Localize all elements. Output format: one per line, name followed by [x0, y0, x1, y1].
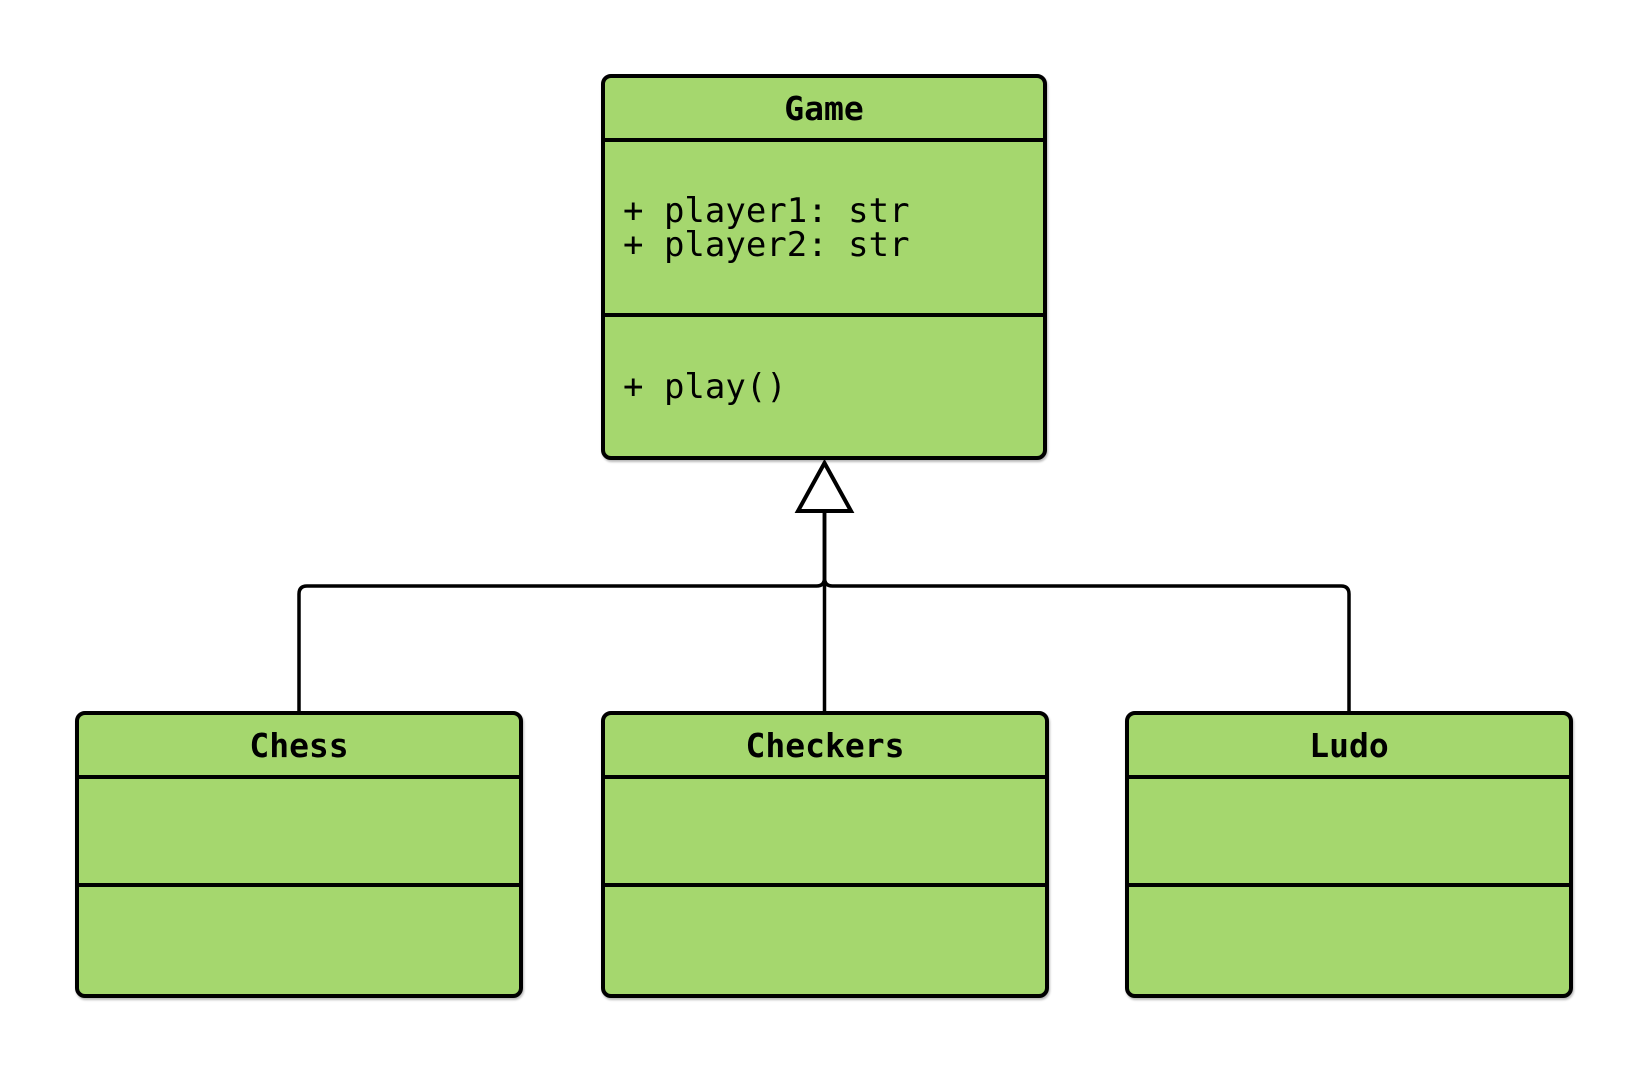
class-box-checkers: Checkers: [601, 711, 1049, 998]
inheritance-arrowhead-icon: [794, 458, 855, 513]
edge-chess-to-game: [297, 512, 827, 711]
class-box-chess: Chess: [75, 711, 523, 998]
class-name-chess: Chess: [249, 725, 349, 765]
class-title-compartment-game: Game: [605, 78, 1043, 142]
class-name-game: Game: [784, 88, 864, 128]
class-name-ludo: Ludo: [1309, 725, 1389, 765]
class-title-compartment-checkers: Checkers: [605, 715, 1045, 779]
methods-compartment-chess: [79, 887, 519, 994]
attributes-compartment-game: + player1: str + player2: str: [605, 142, 1043, 317]
methods-compartment-ludo: [1129, 887, 1569, 994]
attributes-compartment-checkers: [605, 779, 1045, 887]
class-box-game: Game + player1: str + player2: str + pla…: [601, 74, 1047, 460]
method-row: + play(): [623, 366, 787, 407]
class-name-checkers: Checkers: [745, 725, 905, 765]
methods-compartment-checkers: [605, 887, 1045, 994]
class-box-ludo: Ludo: [1125, 711, 1573, 998]
attribute-row: + player1: str: [623, 190, 910, 231]
attributes-compartment-chess: [79, 779, 519, 887]
edge-ludo-to-game: [822, 512, 1351, 711]
class-title-compartment-ludo: Ludo: [1129, 715, 1569, 779]
class-title-compartment-chess: Chess: [79, 715, 519, 779]
attribute-row: + player2: str: [623, 224, 910, 265]
methods-compartment-game: + play(): [605, 317, 1043, 456]
attributes-compartment-ludo: [1129, 779, 1569, 887]
